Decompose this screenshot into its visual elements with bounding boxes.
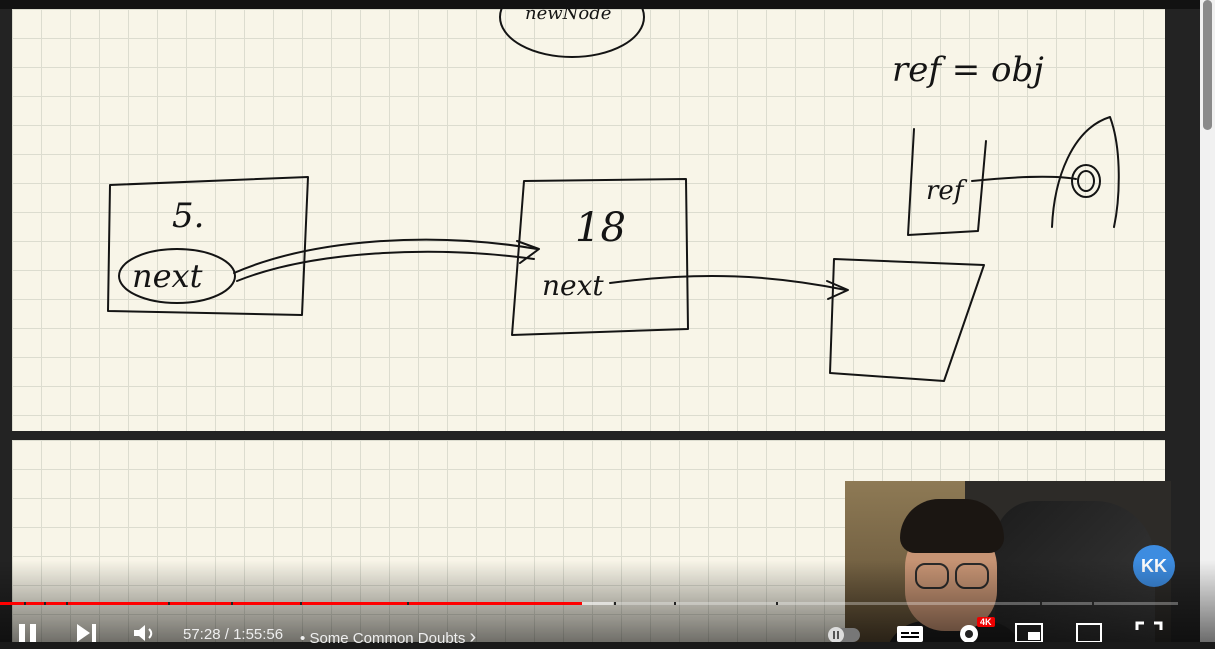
chevron-right-icon: › (469, 626, 477, 648)
ref-box-label: ref (926, 176, 968, 206)
chapter-marker (231, 602, 233, 605)
box2-value: 18 (575, 205, 626, 251)
arrow-1b (236, 250, 535, 282)
ref-assign-text: ref = obj (892, 50, 1044, 90)
box1-next: next (132, 257, 203, 295)
controls-gradient (0, 560, 1215, 642)
chapter-marker (674, 602, 676, 605)
theater-icon[interactable] (1074, 622, 1104, 642)
page-scrollbar[interactable] (1200, 0, 1215, 642)
whiteboard-drawing: newNode 5. next 18 next ref = obj ref (107, 9, 1120, 382)
chapter-marker (24, 602, 26, 605)
chapter-button[interactable]: • Some Common Doubts › (300, 626, 476, 649)
time-display: 57:28 / 1:55:56 (183, 626, 283, 643)
chapter-marker (300, 602, 302, 605)
node-box-2 (511, 178, 689, 336)
chapter-bullet: • (300, 630, 306, 647)
volume-icon[interactable] (132, 622, 160, 642)
ref-box (907, 128, 987, 236)
progress-played (0, 602, 582, 605)
pause-icon[interactable] (16, 622, 40, 642)
chapter-marker (407, 602, 409, 605)
whiteboard-grid (12, 9, 1165, 431)
webcam-presenter-hair (900, 499, 1004, 553)
scrollbar-thumb[interactable] (1203, 0, 1212, 130)
chapter-marker (66, 602, 68, 605)
quality-badge: 4K (977, 617, 995, 627)
progress-bar[interactable] (0, 602, 1178, 605)
ref-arrow (971, 175, 1077, 182)
chapter-marker (776, 602, 778, 605)
chapter-marker (44, 602, 46, 605)
chapter-marker (168, 602, 170, 605)
chapter-marker (1092, 602, 1094, 605)
arrow-1-head (516, 240, 540, 264)
next-icon[interactable] (74, 622, 100, 642)
fullscreen-icon[interactable] (1134, 620, 1164, 642)
top-edge (0, 0, 1200, 9)
autoplay-toggle-icon[interactable] (824, 624, 864, 642)
captions-icon[interactable] (895, 624, 925, 642)
arrow-1 (233, 238, 538, 274)
box1-next-oval (118, 248, 236, 304)
arrow-2 (609, 274, 847, 291)
box1-value: 5. (172, 196, 204, 236)
chapter-title: Some Common Doubts (309, 630, 466, 647)
chapter-marker (614, 602, 616, 605)
object-ring-inner (1077, 170, 1095, 192)
box2-next: next (542, 269, 604, 302)
top-oval (499, 9, 645, 58)
object-ring-outer (1071, 164, 1101, 198)
top-oval-text: newNode (525, 9, 611, 24)
node-box-3 (829, 258, 985, 382)
node-box-1 (107, 176, 309, 316)
miniplayer-icon[interactable] (1014, 622, 1044, 642)
time-total: 1:55:56 (233, 626, 284, 643)
chapter-marker (1040, 602, 1042, 605)
settings-icon[interactable] (956, 622, 982, 642)
object-shape (1051, 116, 1120, 228)
time-separator: / (220, 626, 234, 643)
time-current: 57:28 (183, 626, 221, 643)
